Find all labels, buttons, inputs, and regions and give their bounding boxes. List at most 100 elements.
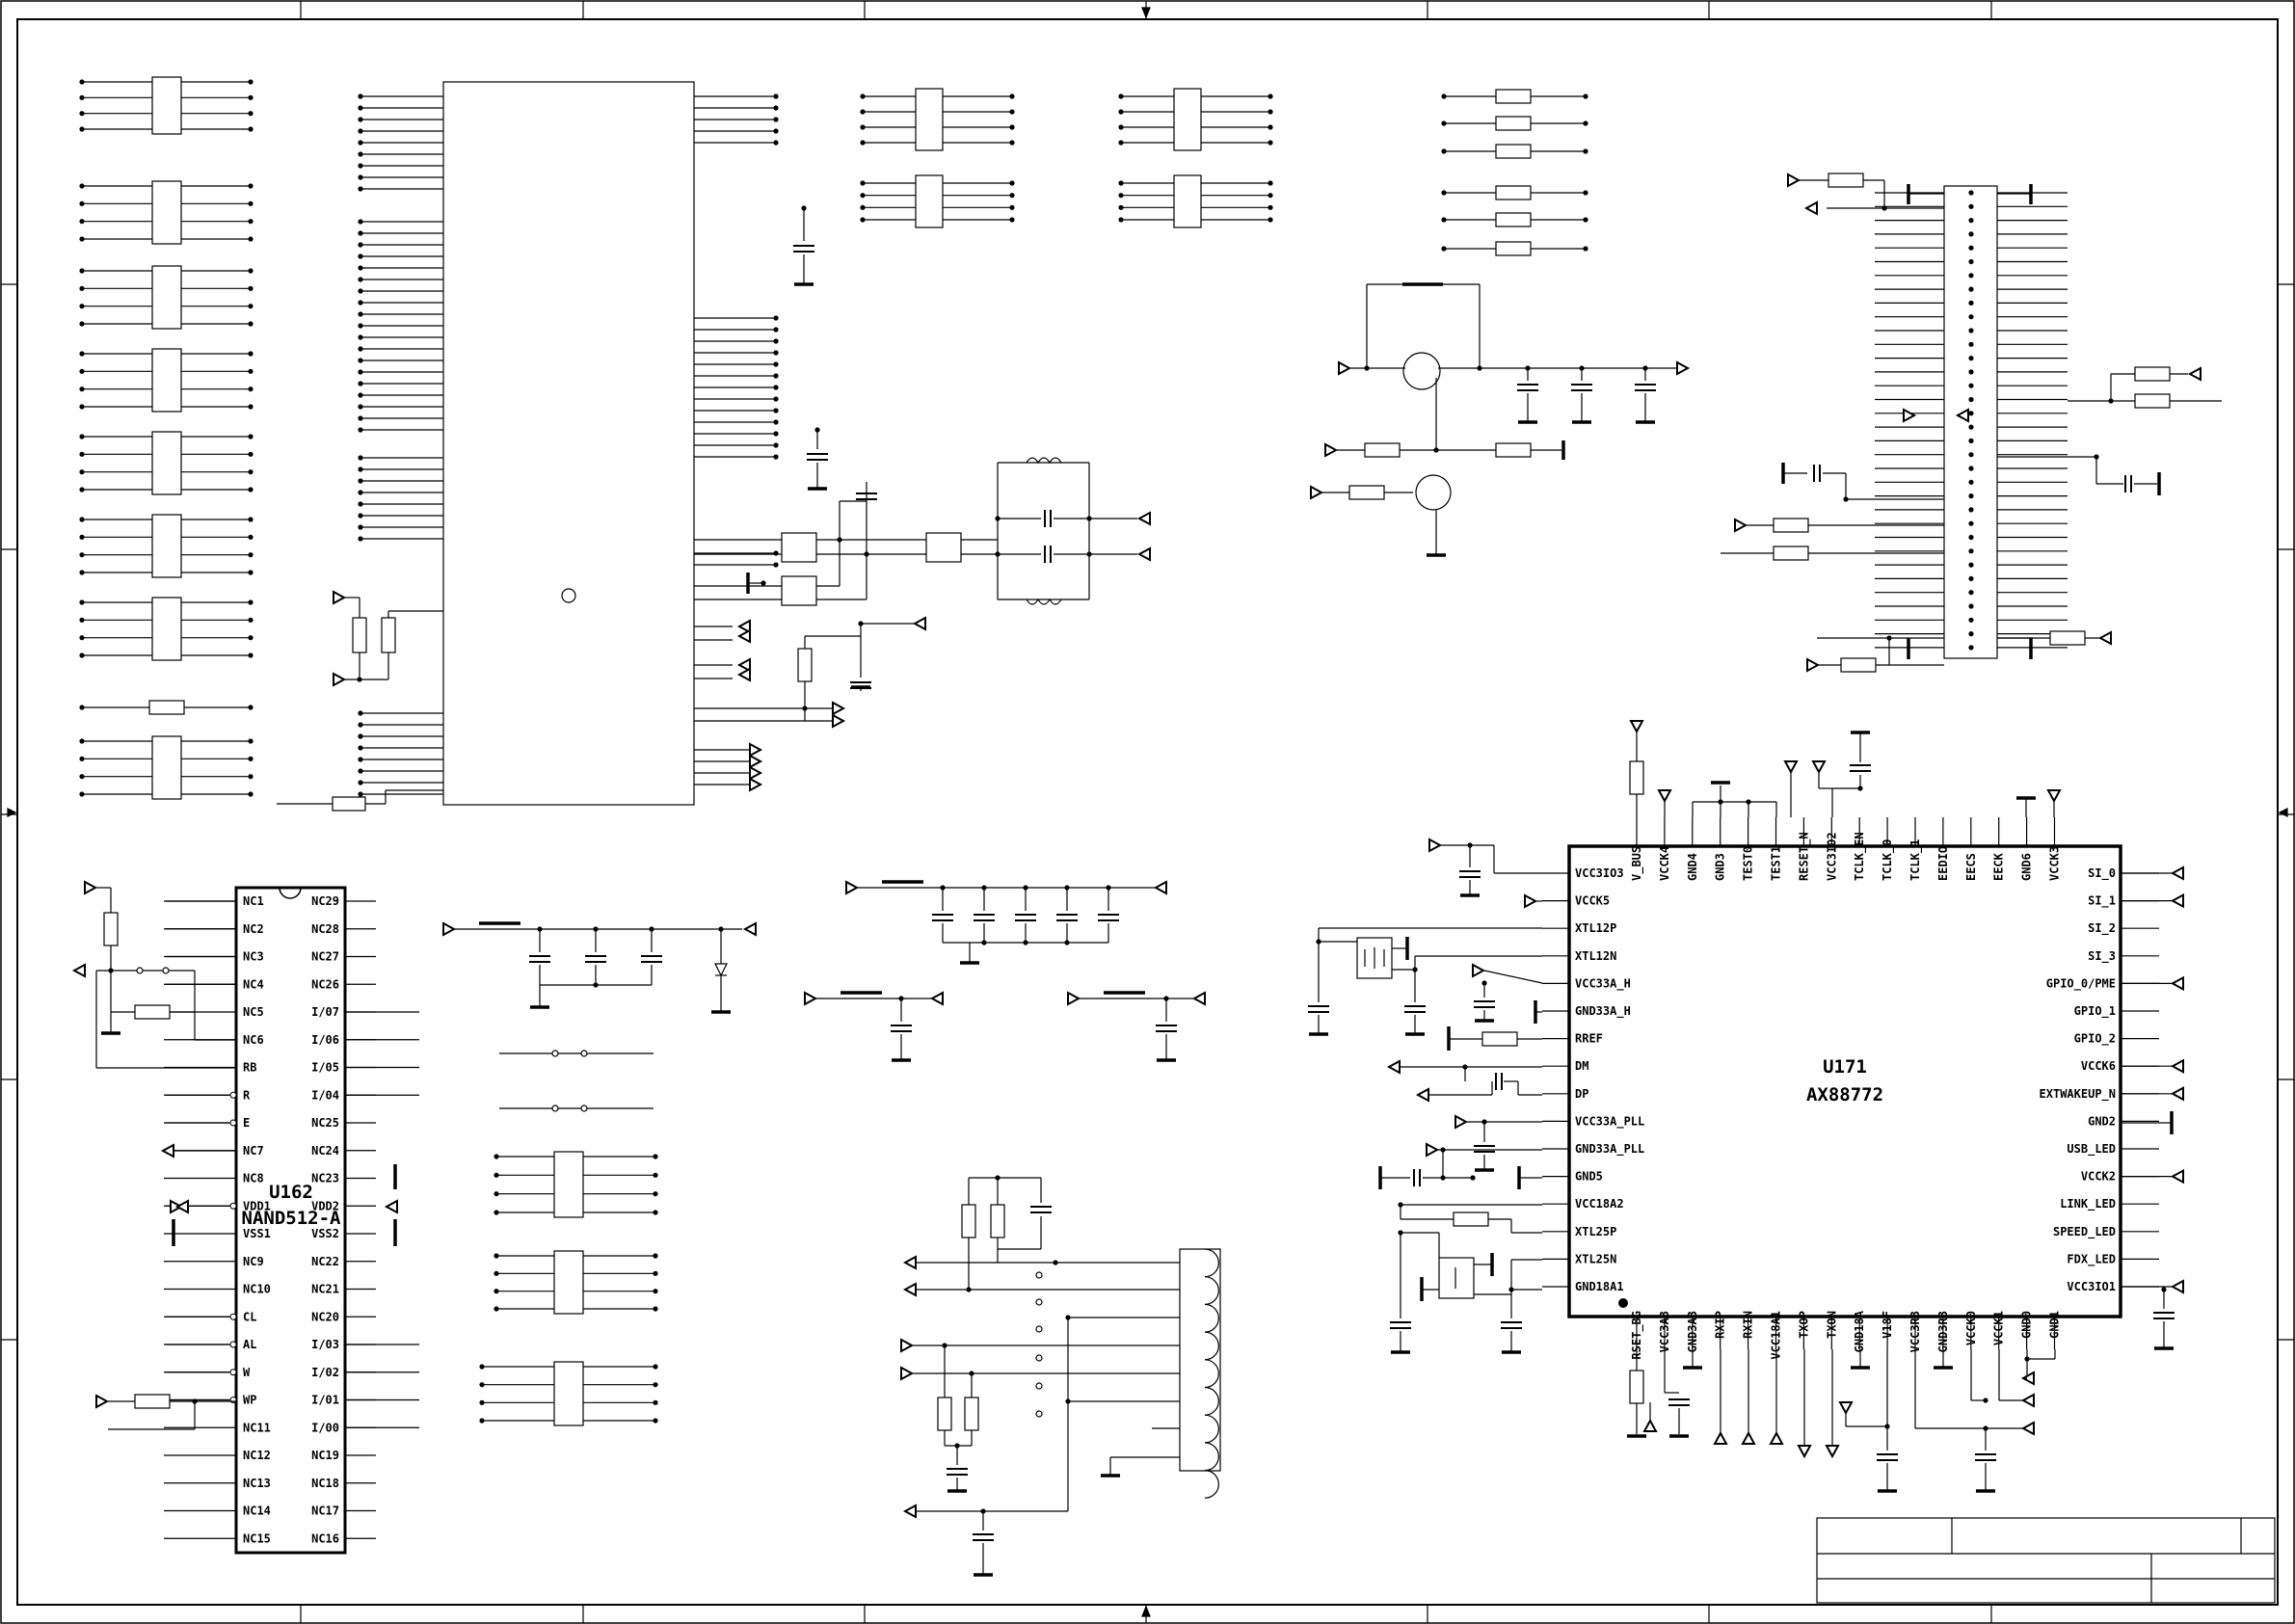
junction-dot — [79, 756, 85, 761]
u171-pin-label: SI_0 — [2088, 866, 2116, 881]
junction-dot — [79, 469, 85, 475]
junction-dot — [1968, 411, 1974, 416]
junction-dot — [248, 200, 254, 206]
rj45-jack — [1179, 1248, 1221, 1472]
u162-pin-label: NC29 — [311, 894, 339, 908]
junction-dot — [479, 1418, 485, 1424]
junction-dot — [773, 454, 779, 460]
port-arrow — [1642, 1418, 1658, 1432]
port-arrow — [1713, 1430, 1728, 1445]
resistor — [1495, 185, 1532, 200]
junction-dot — [79, 386, 85, 392]
port-arrow — [929, 991, 944, 1006]
junction-dot — [773, 550, 779, 556]
u162-inverter-bubble — [229, 1313, 237, 1320]
junction-dot — [1268, 180, 1273, 186]
junction-dot — [79, 268, 85, 274]
junction-dot — [1968, 575, 1974, 582]
u171-pin-label: VCCK5 — [1575, 894, 1610, 908]
junction-dot — [1268, 93, 1273, 99]
junction-dot — [358, 710, 363, 716]
junction-dot — [79, 304, 85, 309]
u171-pin-label: TXOP — [1797, 1311, 1810, 1339]
port-arrow — [2020, 1393, 2035, 1408]
junction-dot — [248, 534, 254, 540]
u162-inverter-bubble — [229, 1202, 237, 1210]
junction-dot — [1118, 140, 1124, 146]
nand-flash-u162[interactable]: NC1NC2NC3NC4NC5NC6RBRENC7NC8VDD1VSS1NC9N… — [164, 886, 376, 1555]
junction-dot — [79, 451, 85, 457]
resistor-array — [151, 348, 182, 413]
u162-pin-label: I/01 — [311, 1394, 339, 1407]
resistor-array — [915, 174, 944, 228]
u162-pin-label: I/03 — [311, 1338, 339, 1351]
junction-dot — [1009, 180, 1015, 186]
resistor-array — [553, 1250, 584, 1315]
switch-contact — [1035, 1410, 1043, 1418]
jack-contact — [1204, 1442, 1219, 1472]
junction-dot — [1968, 452, 1974, 458]
junction-dot — [860, 217, 866, 223]
junction-dot — [1268, 193, 1273, 199]
junction-dot — [1968, 396, 1974, 403]
junction-dot — [248, 219, 254, 225]
u171-pin-label: TCLK_1 — [1908, 839, 1923, 881]
junction-dot — [79, 791, 85, 797]
u162-inverter-bubble — [229, 1341, 237, 1348]
u171-pin-label: VCC3R3 — [1908, 1311, 1922, 1352]
resistor — [332, 796, 366, 812]
port-arrow — [1657, 789, 1672, 804]
junction-dot — [860, 109, 866, 115]
u171-pin-label: DP — [1575, 1087, 1588, 1101]
junction-dot — [773, 408, 779, 413]
u162-pin-label: NC11 — [243, 1421, 271, 1434]
port-arrow — [1153, 880, 1167, 895]
junction-dot — [1268, 109, 1273, 115]
u162-refdes: U162 — [269, 1182, 313, 1203]
junction-dot — [358, 404, 363, 410]
u171-pin-label: USB_LED — [2067, 1142, 2116, 1157]
port-arrow — [84, 880, 98, 895]
u171-pin-label: GND18A — [1853, 1310, 1866, 1352]
junction-dot — [248, 487, 254, 493]
junction-dot — [79, 200, 85, 206]
junction-dot — [1968, 383, 1974, 388]
junction-dot — [248, 517, 254, 522]
u171-pin-label: VCC3A3 — [1658, 1311, 1671, 1352]
junction-dot — [1968, 369, 1974, 375]
junction-dot — [79, 487, 85, 493]
port-arrow — [1903, 408, 1917, 423]
usb-ethernet-controller-u171[interactable]: VCC3IO3VCCK5XTL12PXTL12NVCC33A_HGND33A_H… — [1542, 817, 2159, 1360]
resistor — [1629, 760, 1644, 795]
resistor — [1828, 173, 1864, 188]
junction-dot — [1968, 245, 1974, 251]
junction-dot — [1968, 617, 1974, 623]
junction-dot — [248, 756, 254, 761]
u162-pin-label: R — [243, 1088, 251, 1102]
resistor-array — [553, 1361, 584, 1426]
u162-pin-label: VSS2 — [311, 1227, 339, 1240]
junction-dot — [860, 204, 866, 210]
junction-dot — [479, 1399, 485, 1405]
port-arrow — [1067, 991, 1081, 1006]
port-arrow — [2170, 1168, 2184, 1185]
junction-dot — [1968, 479, 1974, 485]
junction-dot — [358, 381, 363, 386]
u171-pin-label: VCCK2 — [2081, 1170, 2116, 1184]
junction-dot — [358, 791, 363, 797]
u171-pin-label: GND33A_H — [1575, 1004, 1631, 1019]
junction-dot — [358, 323, 363, 329]
junction-dot — [79, 570, 85, 575]
port-arrow — [1629, 720, 1644, 734]
u171-pin-label: TCLK_0 — [1881, 839, 1895, 881]
junction-dot — [358, 358, 363, 363]
u171-pin-label: V_BUS — [1630, 846, 1644, 881]
port-arrow — [1136, 511, 1151, 526]
junction-dot — [966, 1287, 972, 1292]
junction-dot — [761, 580, 766, 586]
u171-pin-label: VCCK1 — [1992, 1311, 2006, 1345]
center-arrow-bottom — [1141, 1605, 1151, 1617]
title-block — [1816, 1517, 2276, 1604]
junction-dot — [653, 1191, 658, 1197]
junction-dot — [1968, 424, 1974, 430]
